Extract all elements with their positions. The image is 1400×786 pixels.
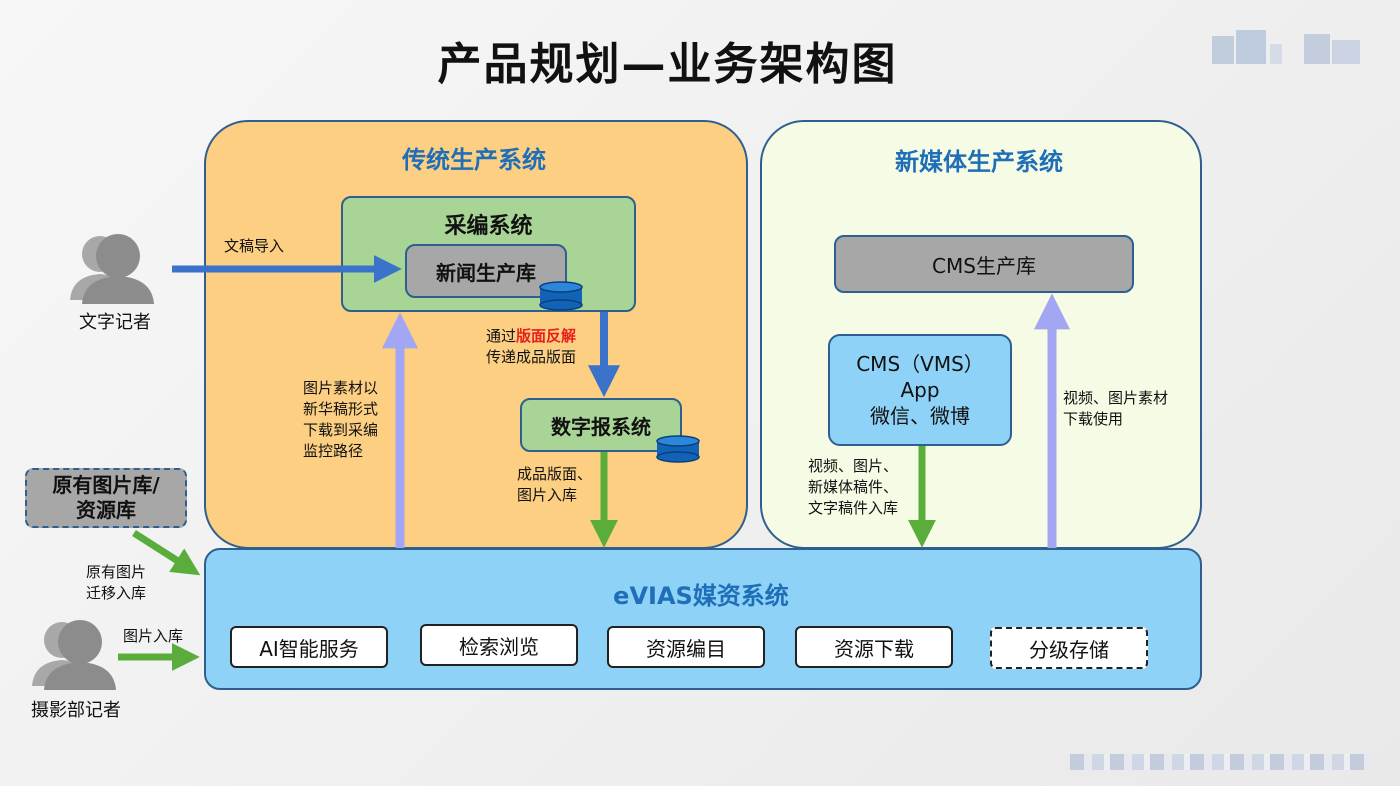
- digital-newspaper-box: 数字报系统: [520, 398, 682, 452]
- service-tiered-storage[interactable]: 分级存储: [990, 627, 1148, 669]
- person-icon: [70, 234, 154, 304]
- layout-line2: 传递成品版面: [486, 348, 577, 366]
- new-media-panel-title: 新媒体生产系统: [895, 148, 1063, 176]
- layout-prefix: 通过: [486, 327, 517, 345]
- service-resource-catalog[interactable]: 资源编目: [607, 626, 765, 668]
- arrow-legacy-migrate: [132, 530, 201, 576]
- cms-vms-line2: App: [900, 378, 940, 402]
- cms-vms-app-box: CMS（VMS） App 微信、微博: [828, 334, 1012, 446]
- pic-material-line: 监控路径: [303, 442, 364, 460]
- logo-watermark: [1212, 30, 1362, 68]
- legacy-line2: 资源库: [76, 498, 136, 522]
- finished-layout-line: 图片入库: [517, 486, 578, 504]
- cms-vms-line1: CMS（VMS）: [856, 352, 984, 376]
- page-title: 产品规划—业务架构图: [437, 39, 898, 90]
- database-icon: [656, 435, 700, 463]
- photographer-caption: 摄影部记者: [31, 700, 121, 721]
- label-photo-in: 图片入库: [123, 627, 184, 645]
- layout-highlight: 版面反解: [516, 327, 577, 345]
- database-icon: [539, 281, 583, 311]
- newmedia-in-line: 文字稿件入库: [808, 499, 899, 517]
- label-legacy-migrate: 原有图片 迁移入库: [86, 562, 146, 604]
- service-resource-download[interactable]: 资源下载: [795, 626, 953, 668]
- cms-production-db-box: CMS生产库: [834, 235, 1134, 293]
- pic-material-line: 图片素材以: [303, 379, 379, 397]
- video-download-line: 视频、图片素材: [1063, 389, 1169, 407]
- label-pic-material: 图片素材以 新华稿形式 下载到采编 监控路径: [303, 378, 378, 462]
- legacy-picture-library-box: 原有图片库/ 资源库: [25, 468, 187, 528]
- footer-watermark: [1070, 752, 1370, 774]
- finished-layout-line: 成品版面、: [517, 465, 593, 483]
- video-download-line: 下载使用: [1063, 410, 1124, 428]
- legacy-migrate-line: 迁移入库: [86, 584, 147, 602]
- pic-material-line: 下载到采编: [303, 421, 379, 439]
- label-video-download: 视频、图片素材 下载使用: [1063, 388, 1168, 430]
- traditional-panel-title: 传统生产系统: [402, 146, 546, 174]
- service-ai[interactable]: AI智能服务: [230, 626, 388, 668]
- label-layout-transfer: 通过版面反解 传递成品版面: [486, 326, 576, 368]
- label-finished-layout: 成品版面、 图片入库: [517, 464, 592, 506]
- cms-vms-line3: 微信、微博: [870, 404, 970, 428]
- legacy-line1: 原有图片库/: [52, 473, 160, 497]
- caibian-system-label: 采编系统: [444, 214, 533, 239]
- label-newmedia-in: 视频、图片、 新媒体稿件、 文字稿件入库: [808, 456, 898, 519]
- label-manuscript-import: 文稿导入: [224, 237, 285, 255]
- reporter-caption: 文字记者: [79, 312, 151, 333]
- newmedia-in-line: 新媒体稿件、: [808, 478, 899, 496]
- evias-panel-title: eVIAS媒资系统: [613, 582, 789, 610]
- traditional-production-panel: [204, 120, 748, 549]
- newmedia-in-line: 视频、图片、: [808, 457, 899, 475]
- service-search-browse[interactable]: 检索浏览: [420, 624, 578, 666]
- legacy-migrate-line: 原有图片: [86, 563, 147, 581]
- pic-material-line: 新华稿形式: [303, 400, 379, 418]
- person-icon: [32, 620, 116, 690]
